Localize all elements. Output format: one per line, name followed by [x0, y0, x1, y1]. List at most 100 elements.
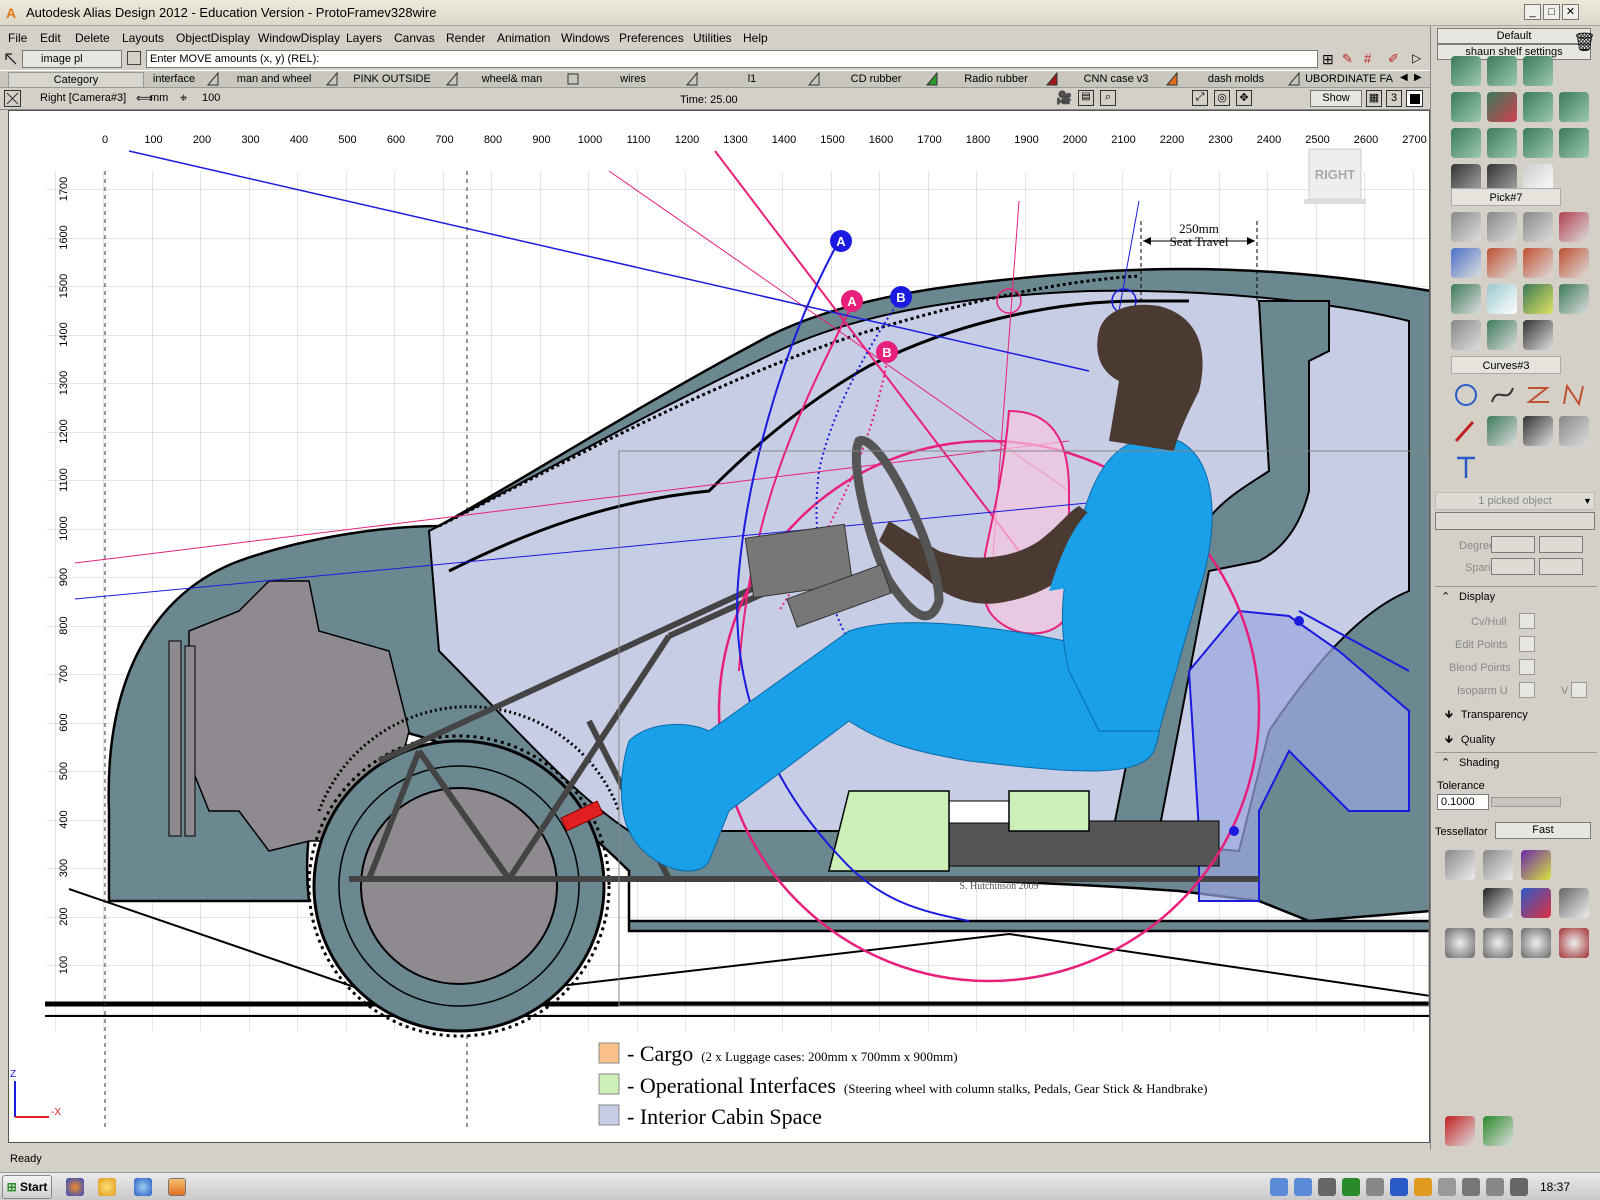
menu-edit[interactable]: Edit — [40, 31, 61, 45]
snap-grid-icon[interactable]: ⊞ — [1322, 51, 1334, 67]
tool-shelf-icon[interactable] — [1483, 1116, 1513, 1146]
menu-windowdisplay[interactable]: WindowDisplay — [258, 31, 341, 45]
marking-menu-icon[interactable] — [1445, 1116, 1475, 1146]
layer-tab[interactable]: wheel& man — [481, 73, 543, 85]
surface-tool-icon[interactable] — [1523, 128, 1553, 158]
play-icon[interactable]: ▷ — [1412, 51, 1422, 65]
menu-utilities[interactable]: Utilities — [693, 31, 732, 45]
tray-icon[interactable] — [1342, 1178, 1360, 1196]
layer-visibility-icon[interactable] — [567, 72, 579, 86]
shade-tool-icon[interactable] — [1559, 928, 1589, 958]
tray-icon[interactable] — [1510, 1178, 1528, 1196]
shade-tool-icon[interactable] — [1521, 888, 1551, 918]
surface-tool-icon[interactable] — [1523, 56, 1553, 86]
menu-render[interactable]: Render — [446, 31, 486, 45]
layer-visibility-icon[interactable] — [1287, 71, 1300, 86]
shade-tool-icon[interactable] — [1483, 850, 1513, 880]
layer-tab[interactable]: wires — [620, 73, 646, 85]
spans-field[interactable] — [1491, 558, 1535, 575]
surface-tool-icon[interactable] — [1451, 128, 1481, 158]
shade-tool-icon[interactable] — [1483, 928, 1513, 958]
transparency-toggle[interactable]: 🡻Transparency — [1445, 709, 1528, 721]
move-view-icon[interactable]: ✥ — [1236, 90, 1252, 106]
pick-tool-icon[interactable] — [1523, 284, 1553, 314]
menu-animation[interactable]: Animation — [497, 31, 551, 45]
curve-tool-icon[interactable] — [1523, 416, 1553, 446]
layer-visibility-icon[interactable] — [925, 71, 938, 86]
isoparm-u-checkbox[interactable] — [1519, 682, 1535, 698]
surface-tool-icon[interactable] — [1559, 128, 1589, 158]
layer-visibility-icon[interactable] — [206, 71, 219, 86]
layout-icon[interactable]: ▦ — [1366, 90, 1382, 107]
dropdown-arrow-icon[interactable]: ▼ — [1583, 496, 1592, 506]
blendpoints-checkbox[interactable] — [1519, 659, 1535, 675]
pick-tool-icon[interactable] — [1451, 248, 1481, 278]
shading-section[interactable]: ⌃ Shading — [1435, 752, 1597, 772]
menu-objectdisplay[interactable]: ObjectDisplay — [176, 31, 251, 45]
pencil-curve-icon[interactable] — [1451, 416, 1481, 446]
minimize-button[interactable]: _ — [1524, 4, 1541, 20]
surface-tool-icon[interactable] — [1451, 92, 1481, 122]
tray-icon[interactable] — [1486, 1178, 1504, 1196]
pick-tool-icon[interactable] — [1451, 284, 1481, 314]
camera-icon[interactable]: 🎥 — [1056, 90, 1073, 105]
layer-tab[interactable]: interface — [152, 73, 196, 85]
degree-field[interactable] — [1491, 536, 1535, 553]
tray-icon[interactable] — [1414, 1178, 1432, 1196]
show-button[interactable]: Show — [1310, 90, 1362, 107]
editpoints-checkbox[interactable] — [1519, 636, 1535, 652]
menu-layers[interactable]: Layers — [346, 31, 383, 45]
layer-tab[interactable]: l1 — [747, 73, 757, 85]
tolerance-field[interactable]: 0.1000 — [1437, 794, 1489, 810]
pick-tool-icon[interactable] — [1559, 284, 1589, 314]
curve-tool-icon[interactable] — [1487, 416, 1517, 446]
pick-tool-icon[interactable] — [1523, 248, 1553, 278]
isoparm-v-checkbox[interactable] — [1571, 682, 1587, 698]
shade-tool-icon[interactable] — [1521, 928, 1551, 958]
tray-icon[interactable] — [1318, 1178, 1336, 1196]
tessellator-dropdown[interactable]: Fast — [1495, 822, 1591, 839]
surface-tool-icon[interactable] — [1559, 92, 1589, 122]
menu-canvas[interactable]: Canvas — [394, 31, 435, 45]
circle-curve-icon[interactable] — [1451, 380, 1481, 410]
maximize-view-icon[interactable] — [1406, 90, 1423, 107]
surface-tool-icon[interactable] — [1487, 128, 1517, 158]
film-icon[interactable]: ▤ — [1078, 90, 1094, 106]
shade-tool-icon[interactable] — [1559, 888, 1589, 918]
look-at-icon[interactable]: ◎ — [1214, 90, 1230, 106]
surface-tool-icon[interactable] — [1487, 92, 1517, 122]
shade-tool-icon[interactable] — [1445, 850, 1475, 880]
start-button[interactable]: ⊞ Start — [2, 1175, 52, 1199]
layer-visibility-icon[interactable] — [1165, 71, 1178, 86]
layer-tab[interactable]: Radio rubber — [964, 73, 1028, 85]
layer-tab[interactable]: CNN case v3 — [1083, 73, 1149, 85]
snap-point-icon[interactable]: # — [1364, 51, 1372, 66]
window-close-icon[interactable] — [4, 90, 21, 107]
layer-tab[interactable]: UBORDINATE FA — [1305, 73, 1393, 85]
scroll-left-icon[interactable]: ◀ — [1400, 72, 1408, 83]
pick-tool-icon[interactable] — [1487, 284, 1517, 314]
pick-tool-icon[interactable] — [1559, 212, 1589, 242]
surface-tool-icon[interactable] — [1451, 56, 1481, 86]
tray-icon[interactable] — [1462, 1178, 1480, 1196]
tray-icon[interactable] — [1294, 1178, 1312, 1196]
zoom-icon[interactable]: ⌕ — [1100, 90, 1116, 106]
cvhull-checkbox[interactable] — [1519, 613, 1535, 629]
alias-taskbar-icon[interactable] — [168, 1178, 186, 1196]
tolerance-slider[interactable] — [1491, 797, 1561, 807]
text-tool-icon[interactable] — [1451, 452, 1481, 482]
layer-category[interactable]: Category — [8, 72, 144, 88]
blend-curve-icon[interactable] — [1523, 380, 1553, 410]
firefox-icon[interactable] — [66, 1178, 84, 1196]
quality-toggle[interactable]: 🡻Quality — [1445, 734, 1496, 746]
layer-visibility-icon[interactable] — [1045, 71, 1058, 86]
shade-tool-icon[interactable] — [1445, 928, 1475, 958]
menu-delete[interactable]: Delete — [75, 31, 110, 45]
menu-preferences[interactable]: Preferences — [619, 31, 684, 45]
close-button[interactable]: ✕ — [1562, 4, 1579, 20]
speaker-icon[interactable] — [1366, 1178, 1384, 1196]
pick-tool-icon[interactable] — [1451, 320, 1481, 350]
curve-tool-icon[interactable] — [1559, 416, 1589, 446]
snap-curve-icon[interactable]: ✎ — [1342, 51, 1353, 66]
